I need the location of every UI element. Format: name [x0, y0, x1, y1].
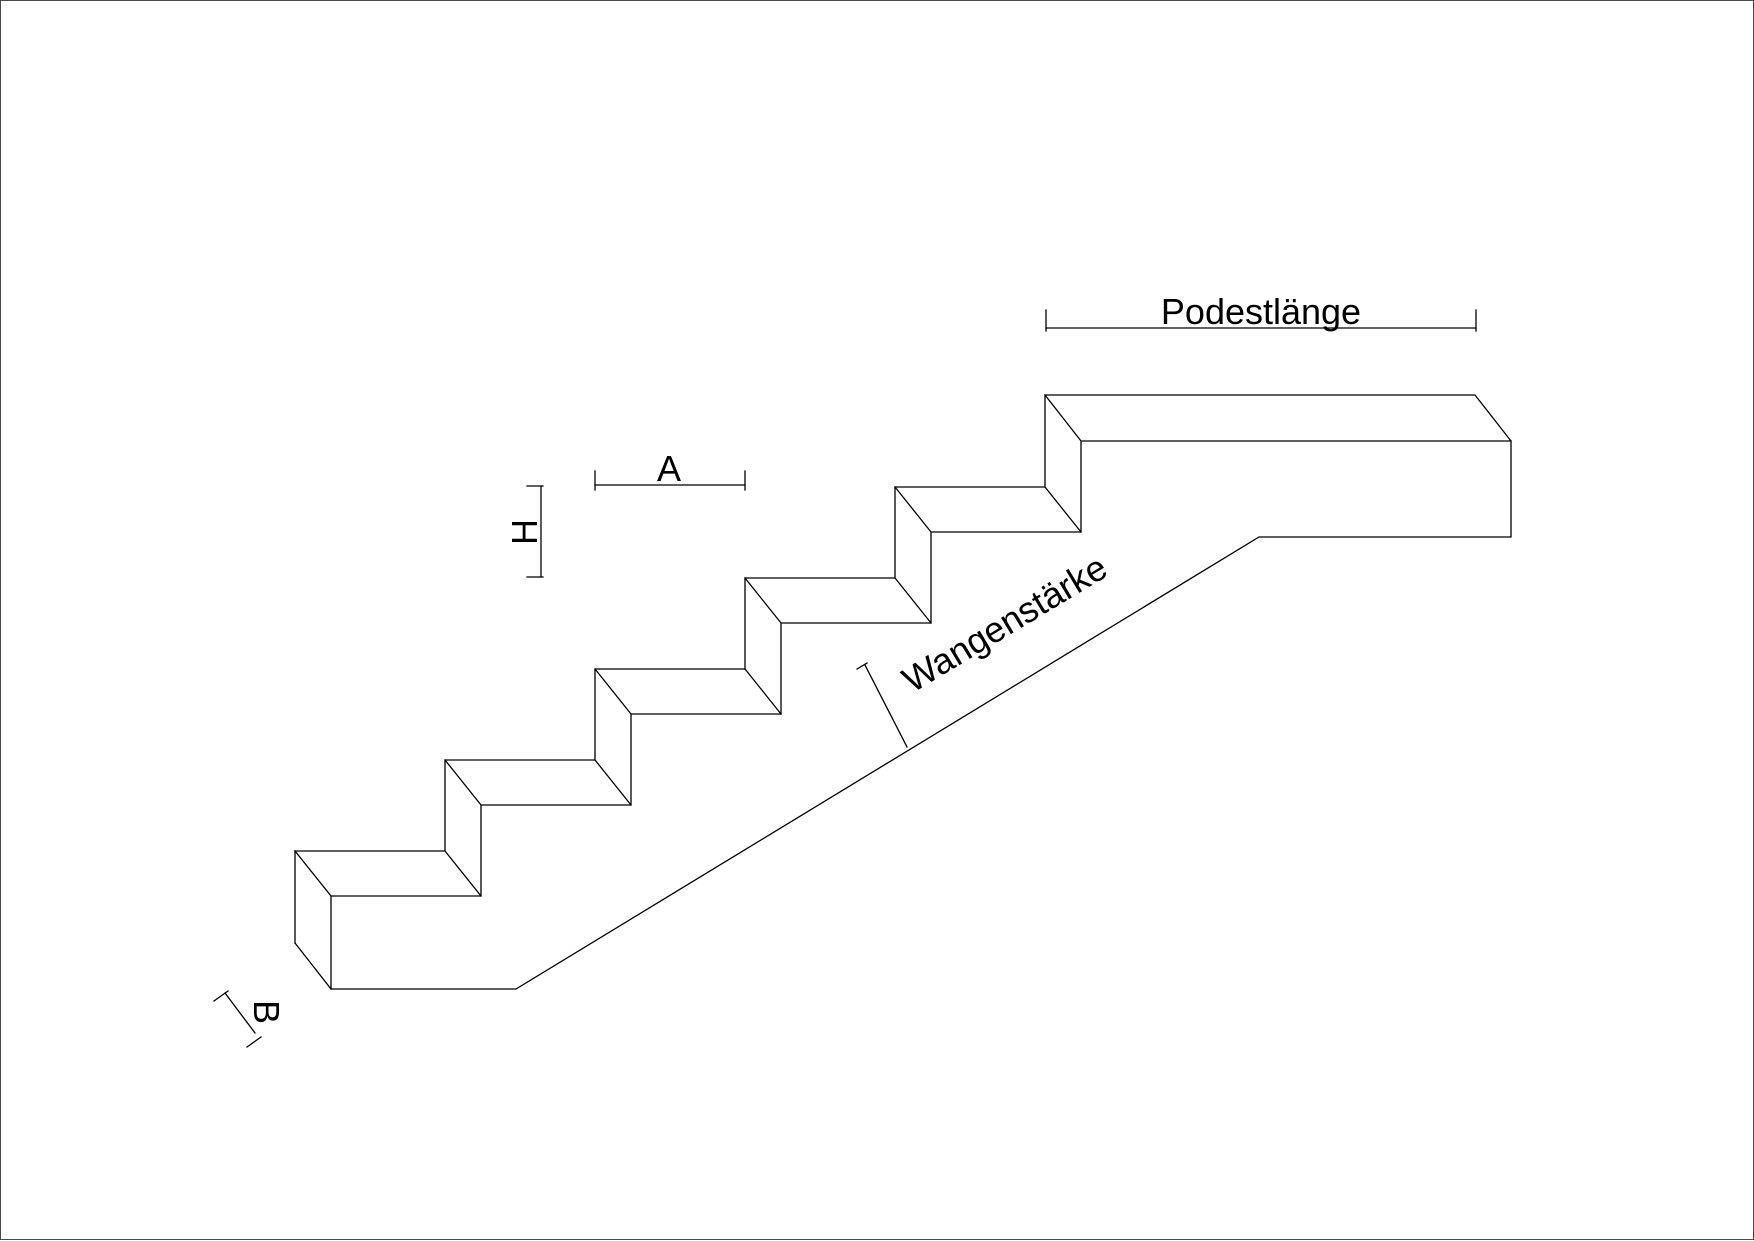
podest-length-label: Podestlänge [1161, 291, 1361, 332]
step-depth-edge [894, 486, 932, 533]
dimension-line [864, 664, 908, 748]
step-depth-edge [444, 850, 482, 897]
width-dimension: B [213, 990, 287, 1048]
width-label: B [246, 1000, 287, 1024]
dimension-tick [856, 662, 868, 670]
step-depth-edge [444, 759, 482, 806]
staircase-back-outline [293, 394, 1512, 897]
step-depth-edge [594, 759, 632, 806]
riser-height-dimension: H [504, 485, 545, 578]
step-depth-edge [744, 577, 782, 624]
step-depth-edge [594, 668, 632, 715]
landing-depth-edge [1044, 486, 1082, 533]
landing-depth-edge [1044, 394, 1082, 442]
tread-depth-dimension: A [594, 448, 746, 491]
podest-length-dimension: Podestlänge [1045, 291, 1477, 332]
step-depth-edge [744, 668, 782, 715]
dimension-tick [213, 990, 229, 1002]
step-depth-edge [894, 577, 932, 624]
tread-depth-label: A [657, 448, 681, 489]
dimension-line [224, 992, 256, 1034]
dimension-tick [246, 1036, 262, 1048]
first-step-bottom-edge [294, 942, 332, 990]
riser-height-label: H [504, 519, 545, 545]
staircase-drawing [293, 394, 1512, 990]
